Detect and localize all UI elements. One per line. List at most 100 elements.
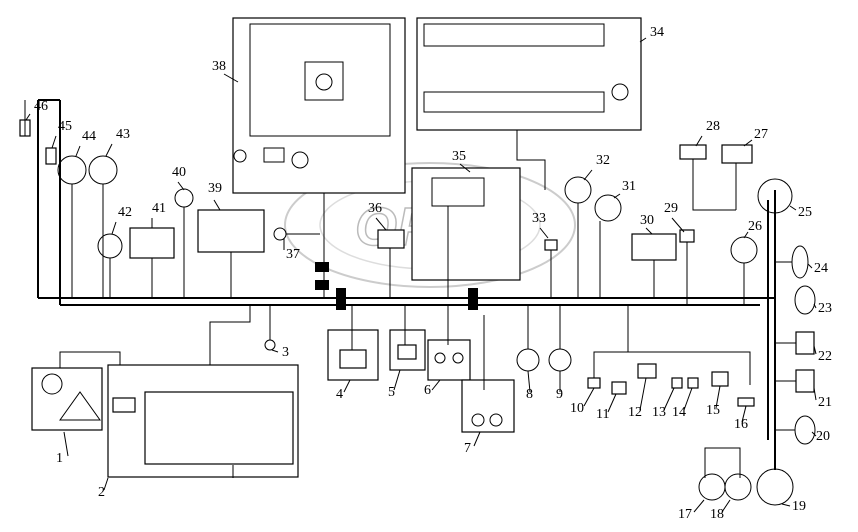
callout-20: 20: [816, 429, 830, 444]
leader-line-2: [103, 477, 109, 491]
callout-30: 30: [640, 213, 654, 228]
callout-35: 35: [452, 149, 466, 164]
component-5: [389, 305, 426, 371]
component-40: [174, 188, 194, 298]
component-42: [97, 233, 123, 298]
leader-line-12: [639, 377, 647, 411]
leader-line-24: [807, 263, 813, 269]
component-1: [31, 351, 121, 431]
leader-line-8: [527, 370, 531, 393]
leader-line-13: [663, 387, 675, 411]
callout-41: 41: [152, 201, 166, 216]
leader-line-17: [693, 499, 705, 513]
callout-31: 31: [622, 179, 636, 194]
component-19: [756, 468, 794, 506]
component-33: [544, 239, 558, 298]
component-34: [416, 17, 642, 190]
callout-3: 3: [282, 345, 289, 360]
leader-line-23: [813, 303, 817, 309]
callout-27: 27: [754, 127, 768, 142]
sensor-group: [587, 305, 755, 407]
component-38: [232, 17, 406, 298]
callout-40: 40: [172, 165, 186, 180]
callout-23: 23: [818, 301, 832, 316]
leader-line-21: [813, 387, 817, 401]
leader-line-31: [613, 193, 621, 199]
component-24: [775, 245, 809, 279]
leader-line-16: [741, 405, 747, 423]
component-21: [775, 369, 815, 393]
leader-line-18: [721, 499, 731, 513]
callout-37: 37: [286, 247, 300, 262]
component-39: [197, 209, 265, 298]
callout-1: 1: [56, 451, 63, 466]
leader-line-19: [781, 503, 791, 507]
callout-44: 44: [82, 129, 96, 144]
callout-25: 25: [798, 205, 812, 220]
callout-39: 39: [208, 181, 222, 196]
callout-32: 32: [596, 153, 610, 168]
connectors: [315, 262, 478, 310]
callout-8: 8: [526, 387, 533, 402]
callout-7: 7: [464, 441, 471, 456]
component-41: [129, 227, 175, 298]
component-2: [107, 305, 299, 478]
component-35: [411, 167, 521, 298]
callout-42: 42: [118, 205, 132, 220]
leader-line-40: [177, 181, 185, 191]
callout-43: 43: [116, 127, 130, 142]
callout-26: 26: [748, 219, 762, 234]
callout-2: 2: [98, 485, 105, 500]
callout-36: 36: [368, 201, 382, 216]
leader-line-30: [645, 227, 653, 235]
leader-line-10: [583, 387, 595, 407]
leader-line-36: [375, 217, 387, 231]
leader-line-7: [473, 431, 481, 447]
leader-line-43: [105, 143, 113, 157]
callout-15: 15: [706, 403, 720, 418]
leader-line-29: [671, 217, 685, 233]
callout-5: 5: [388, 385, 395, 400]
callout-14: 14: [672, 405, 686, 420]
component-9: [548, 305, 572, 372]
callout-18: 18: [710, 507, 724, 522]
component-46: [19, 100, 31, 137]
leader-line-38: [223, 73, 239, 83]
leader-line-5: [393, 369, 401, 391]
leader-line-4: [343, 379, 351, 393]
component-29: [679, 229, 695, 305]
callout-11: 11: [596, 407, 609, 422]
leader-line-34: [639, 37, 647, 43]
callout-46: 46: [34, 99, 48, 114]
leader-line-32: [583, 169, 593, 181]
component-26: [730, 236, 758, 305]
leader-line-11: [607, 393, 617, 413]
component-30: [631, 233, 677, 298]
leader-line-20: [811, 431, 817, 437]
main-harness: [37, 99, 776, 470]
callout-33: 33: [532, 211, 546, 226]
leader-line-42: [111, 221, 117, 235]
component-20: [775, 415, 816, 445]
callout-34: 34: [650, 25, 664, 40]
callout-16: 16: [734, 417, 748, 432]
callout-6: 6: [424, 383, 431, 398]
component-4: [327, 305, 379, 381]
leader-line-35: [459, 163, 471, 173]
callout-4: 4: [336, 387, 343, 402]
component-3: [264, 305, 276, 351]
component-45: [45, 147, 57, 165]
component-31: [594, 194, 622, 298]
leader-line-39: [213, 199, 221, 211]
leader-line-25: [789, 205, 797, 211]
callout-38: 38: [212, 59, 226, 74]
leader-line-26: [743, 231, 749, 239]
component-37: [273, 227, 320, 241]
component-23: [794, 285, 816, 315]
callout-45: 45: [58, 119, 72, 134]
leader-line-1: [63, 431, 69, 457]
callout-10: 10: [570, 401, 584, 416]
leader-line-6: [431, 379, 441, 391]
